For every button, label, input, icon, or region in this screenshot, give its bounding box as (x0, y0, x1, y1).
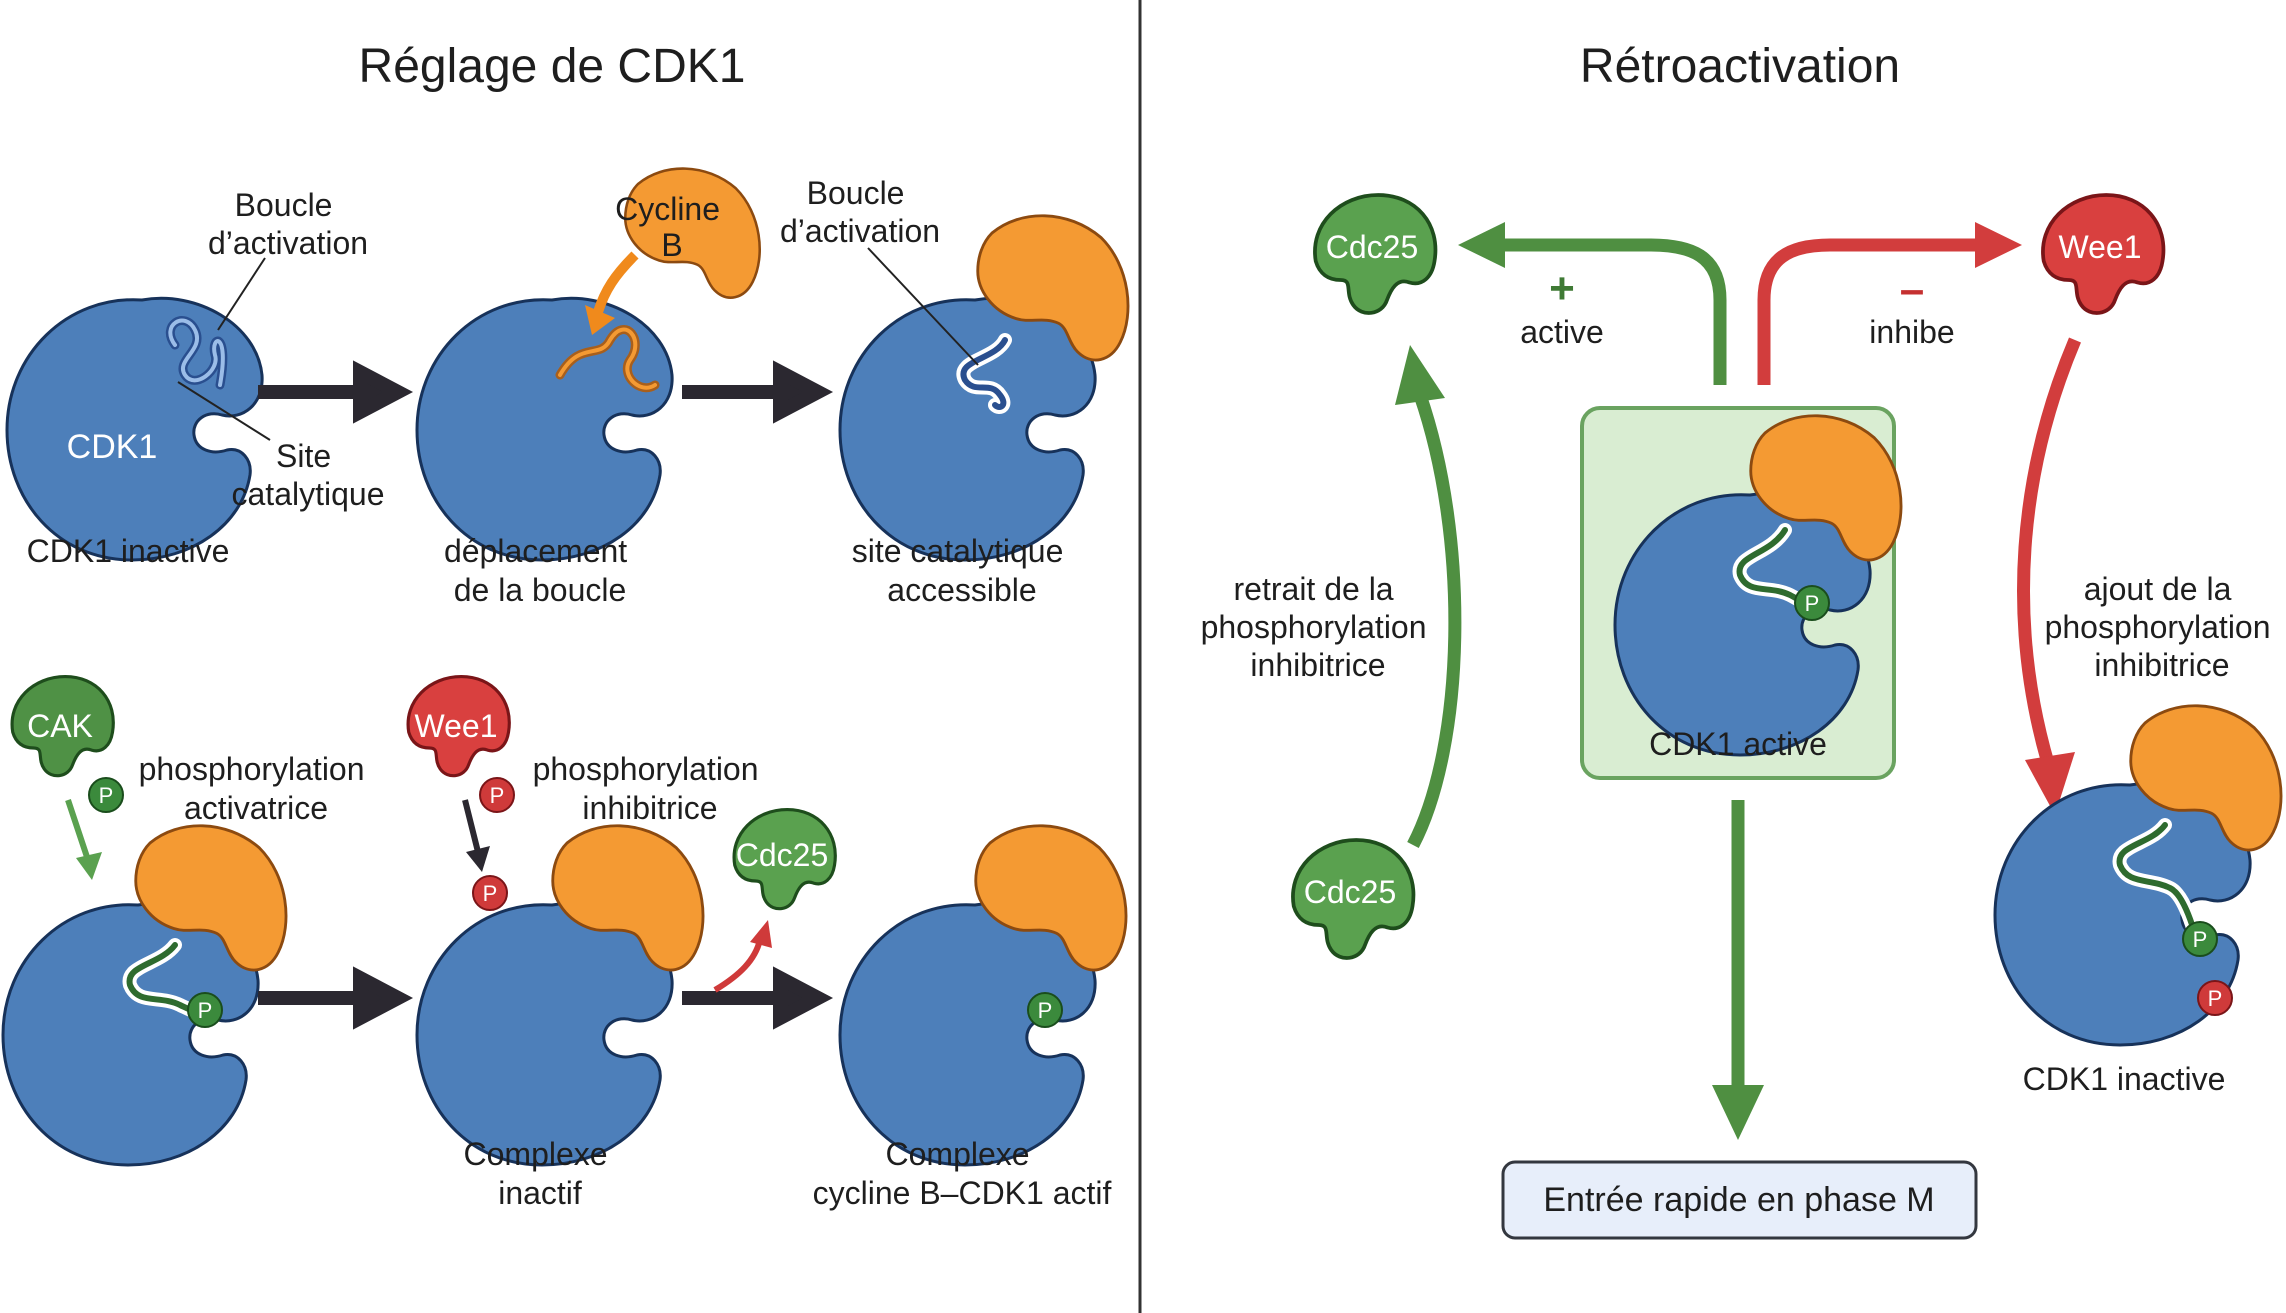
loop-pointer-2 (867, 247, 979, 366)
box-phospho-label: P (1805, 591, 1820, 616)
right-active-phospho-label: P (2193, 927, 2208, 952)
caption-active-complex: Complexe cycline B–CDK1 actif (813, 1136, 1112, 1211)
right-inhibitory-phospho-label: P (2208, 986, 2223, 1011)
ajout-arrow: ajout de la phosphorylation inhibitrice (2017, 337, 2280, 815)
site-accessible-stage: Boucle d’activation site catalytique acc… (780, 175, 1130, 608)
cyclin-approach-arrow (593, 251, 639, 314)
retrait-text: retrait de la phosphorylation inhibitric… (1201, 571, 1436, 683)
cdk1-label: CDK1 (67, 428, 158, 466)
wee1-right: Wee1 (2041, 193, 2166, 315)
retrait-arrow: retrait de la phosphorylation inhibitric… (1201, 345, 1462, 848)
wee1-arrow (462, 799, 481, 853)
flow-arrow-4 (682, 966, 834, 1030)
cdk1-inactive-right: P P CDK1 inactive (1993, 704, 2283, 1097)
cdc25-left-label: Cdc25 (736, 837, 829, 873)
cdk1-active-label: CDK1 active (1649, 726, 1827, 762)
flow-arrow-1 (258, 360, 414, 424)
ajout-text: ajout de la phosphorylation inhibitrice (2045, 571, 2280, 683)
active-phospho-label-1: P (198, 998, 213, 1023)
cdc25-top: Cdc25 (1313, 193, 1438, 315)
site-label: Site catalytique (232, 438, 385, 512)
cak-activation-stage: CAK P phosphorylation activatrice P (1, 675, 374, 1167)
activates-cdc25-arrow: + active (1458, 222, 1727, 385)
loop-label-1: Boucle d’activation (208, 187, 368, 261)
loop-label-2: Boucle d’activation (780, 175, 940, 249)
inhibitory-phospho-label: P (483, 881, 498, 906)
wee1-label: Wee1 (414, 708, 497, 744)
loop-displacement-stage: Cycline B déplacement de la boucle (415, 167, 761, 608)
cak-phospho-label: P (99, 783, 114, 808)
cak-text: phosphorylation activatrice (139, 751, 374, 826)
left-panel-title: Réglage de CDK1 (359, 40, 746, 93)
phase-m-label: Entrée rapide en phase M (1543, 1181, 1934, 1219)
inhibits-wee1-arrow: – inhibe (1757, 222, 2022, 385)
cdc25-bottom-label: Cdc25 (1304, 874, 1397, 910)
caption-loop-displacement: déplacement de la boucle (444, 533, 636, 608)
caption-cdk1-inactive: CDK1 inactive (27, 533, 230, 569)
flow-arrow-3 (258, 966, 414, 1030)
wee1-phospho-label: P (490, 783, 505, 808)
active-phospho-label-2: P (1038, 998, 1053, 1023)
cdc25-removal: Cdc25 (682, 808, 837, 1030)
wee1-text: phosphorylation inhibitrice (533, 751, 768, 826)
site-pointer (177, 381, 271, 441)
active-complex-stage: P Complexe cycline B–CDK1 actif (813, 824, 1128, 1211)
inhibe-label: inhibe (1869, 314, 1954, 350)
caption-inactive-complex: Complexe inactif (464, 1136, 617, 1211)
active-label: active (1520, 314, 1604, 350)
cdc25-bottom: Cdc25 (1291, 838, 1416, 960)
cdk1-active-box: P CDK1 active (1580, 406, 1903, 780)
wee1-inhibition-stage: Wee1 P phosphorylation inhibitrice P Com… (406, 675, 768, 1211)
phase-m-box: Entrée rapide en phase M (1501, 1160, 1978, 1240)
minus-sign: – (1900, 265, 1924, 314)
plus-sign: + (1549, 264, 1575, 313)
wee1-right-label: Wee1 (2058, 229, 2141, 265)
cyclin-label: Cycline B (615, 191, 729, 263)
cdk1-inactive-stage: CDK1 Boucle d’activation Site catalytiqu… (5, 187, 385, 569)
phase-m-arrow (1712, 800, 1764, 1140)
cak-label: CAK (27, 708, 93, 744)
caption-site-accessible: site catalytique accessible (852, 533, 1073, 608)
cdk1-inactive-right-label: CDK1 inactive (2023, 1061, 2226, 1097)
loop-pointer (217, 257, 266, 331)
flow-arrow-2 (682, 360, 834, 424)
cak-arrow (65, 799, 91, 861)
cdc25-top-label: Cdc25 (1326, 229, 1419, 265)
right-panel-title: Rétroactivation (1580, 40, 1900, 93)
